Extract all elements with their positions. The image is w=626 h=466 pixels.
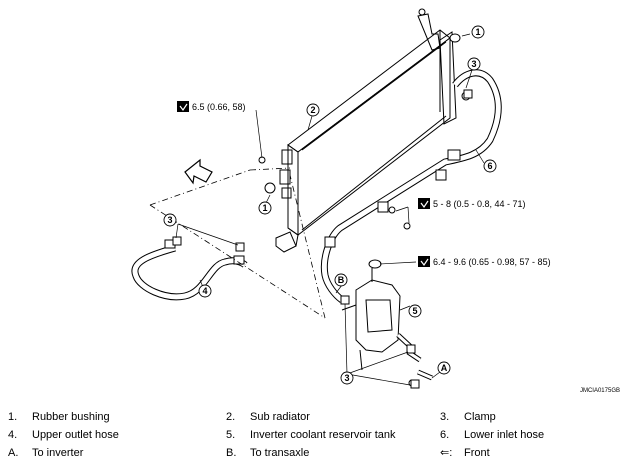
diagram-code: JMCIA0175GB [580, 388, 620, 394]
legend-key: 3. [440, 411, 450, 423]
callout-1: 1 [262, 203, 267, 213]
torque-icon [418, 198, 430, 209]
callout-6: 6 [487, 161, 492, 171]
legend: 1. Rubber bushing 2. Sub radiator 3. Cla… [0, 406, 626, 466]
legend-key: 5. [226, 429, 236, 441]
legend-label: To transaxle [250, 447, 310, 459]
callout-2: 2 [310, 105, 315, 115]
torque-icon [418, 256, 430, 267]
torque-value: 5 - 8 (0.5 - 0.8, 44 - 71) [433, 199, 526, 209]
sub-radiator [275, 8, 457, 253]
legend-label: Clamp [464, 411, 496, 423]
upper-outlet-hose [131, 239, 248, 301]
legend-label: Inverter coolant reservoir tank [250, 429, 396, 441]
legend-label: Front [464, 447, 490, 459]
torque-value: 6.5 (0.66, 58) [192, 102, 246, 112]
legend-label: Sub radiator [250, 411, 310, 423]
callout-3: 3 [344, 373, 349, 383]
callout-1: 1 [475, 27, 480, 37]
legend-key: A. [8, 447, 19, 459]
legend-label: To inverter [32, 447, 84, 459]
callout-3: 3 [471, 59, 476, 69]
inverter-coolant-reservoir-tank [341, 259, 414, 371]
legend-label: Lower inlet hose [464, 429, 545, 441]
callout-a: A [441, 363, 448, 373]
torque-value: 6.4 - 9.6 (0.65 - 0.98, 57 - 85) [433, 257, 551, 267]
callout-b: B [338, 275, 345, 285]
legend-key: 6. [440, 429, 450, 441]
front-arrow-icon [184, 158, 213, 185]
legend-key: 1. [8, 411, 18, 423]
legend-key: ⇐: [440, 447, 453, 459]
legend-label: Upper outlet hose [32, 429, 119, 441]
legend-label: Rubber bushing [32, 411, 110, 423]
legend-key: B. [226, 447, 237, 459]
legend-key: 2. [226, 411, 236, 423]
legend-key: 4. [8, 429, 18, 441]
callout-5: 5 [412, 306, 417, 316]
callout-3: 3 [167, 215, 172, 225]
exploded-view-diagram: 6.5 (0.66, 58) 5 - 8 (0.5 - 0.8, 44 - 71… [131, 8, 620, 394]
torque-icon [177, 101, 189, 112]
callout-4: 4 [202, 286, 207, 296]
